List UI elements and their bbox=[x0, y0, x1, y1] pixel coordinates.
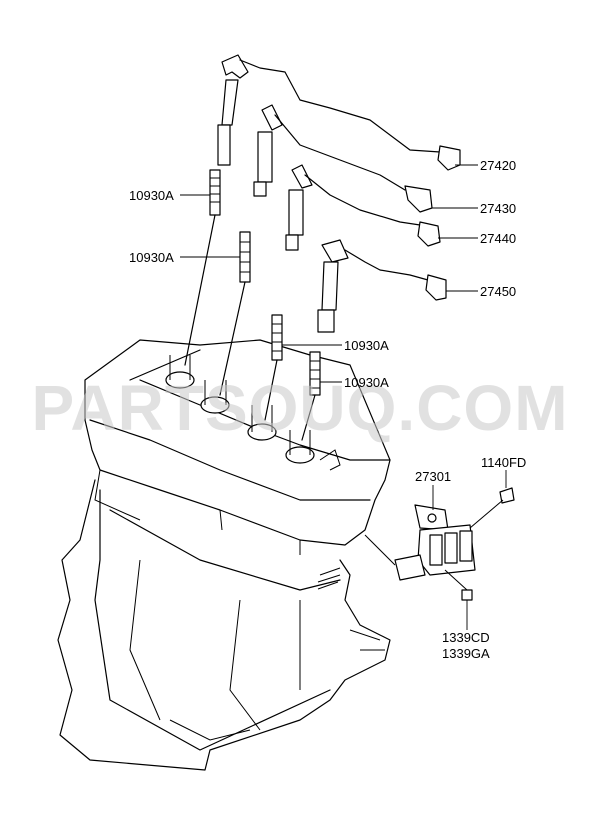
callout-1339cd: 1339CD bbox=[442, 630, 490, 645]
callout-27450: 27450 bbox=[480, 284, 516, 299]
ignition-wire-27440 bbox=[285, 164, 441, 251]
spark-plug-4 bbox=[301, 351, 321, 441]
callout-10930a-3: 10930A bbox=[344, 338, 389, 353]
callout-27430: 27430 bbox=[480, 201, 516, 216]
watermark-text: PARTSOUQ.COM bbox=[31, 372, 568, 444]
callout-27301: 27301 bbox=[415, 469, 451, 484]
callout-10930a-1: 10930A bbox=[129, 188, 174, 203]
callout-1339ga: 1339GA bbox=[442, 646, 490, 661]
spark-plug-3 bbox=[264, 314, 283, 421]
ignition-wire-27450 bbox=[317, 239, 447, 333]
callout-10930a-4: 10930A bbox=[344, 375, 389, 390]
callout-27440: 27440 bbox=[480, 231, 516, 246]
callout-1140fd: 1140FD bbox=[481, 455, 526, 470]
ignition-wire-27430 bbox=[253, 104, 433, 213]
leader-lines bbox=[180, 164, 507, 630]
cylinder-head bbox=[84, 339, 391, 555]
spark-plug-2 bbox=[219, 231, 251, 396]
callout-27420: 27420 bbox=[480, 158, 516, 173]
ignition-coil-assembly bbox=[364, 487, 515, 601]
ignition-wire-27420 bbox=[217, 54, 461, 171]
spark-plug-1 bbox=[184, 169, 221, 366]
callout-10930a-2: 10930A bbox=[129, 250, 174, 265]
engine-block bbox=[57, 479, 391, 771]
